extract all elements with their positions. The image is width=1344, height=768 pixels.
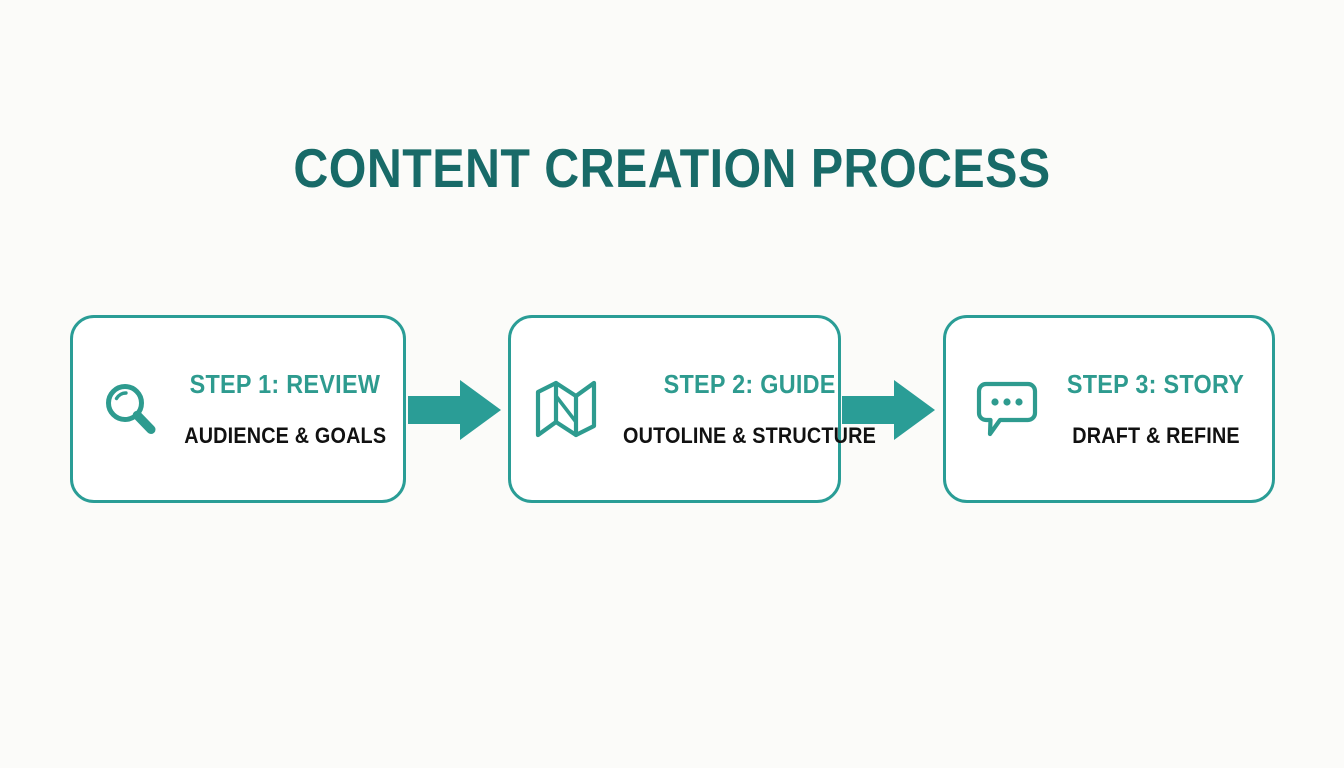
step-card-3-text: STEP 3: STORY DRAFT & REFINE [1050, 370, 1272, 448]
step-card-3[interactable]: STEP 3: STORY DRAFT & REFINE [943, 315, 1275, 503]
step-card-1-heading: STEP 1: REVIEW [189, 369, 381, 399]
page-title: CONTENT CREATION PROCESS [293, 137, 1051, 199]
step-card-1[interactable]: STEP 1: REVIEW AUDIENCE & GOALS [70, 315, 406, 503]
step-card-3-subtitle: DRAFT & REFINE [1072, 423, 1240, 448]
step-card-2-heading: STEP 2: GUIDE [663, 369, 836, 399]
step-card-2-text: STEP 2: GUIDE OUTOLINE & STRUCTURE [609, 370, 900, 448]
magnifying-glass-icon [87, 378, 173, 440]
step-card-2[interactable]: STEP 2: GUIDE OUTOLINE & STRUCTURE [508, 315, 876, 503]
arrow-step1-to-step2 [408, 377, 502, 443]
step-card-2-subtitle: OUTOLINE & STRUCTURE [623, 423, 876, 448]
arrow-step2-to-step3 [842, 377, 936, 443]
folded-map-icon [523, 378, 609, 440]
speech-bubble-icon [964, 380, 1050, 438]
process-flow: STEP 1: REVIEW AUDIENCE & GOALS STEP 2: [70, 315, 1275, 503]
step-card-3-heading: STEP 3: STORY [1067, 369, 1245, 399]
step-card-1-text: STEP 1: REVIEW AUDIENCE & GOALS [173, 370, 407, 448]
step-card-1-subtitle: AUDIENCE & GOALS [184, 423, 387, 448]
